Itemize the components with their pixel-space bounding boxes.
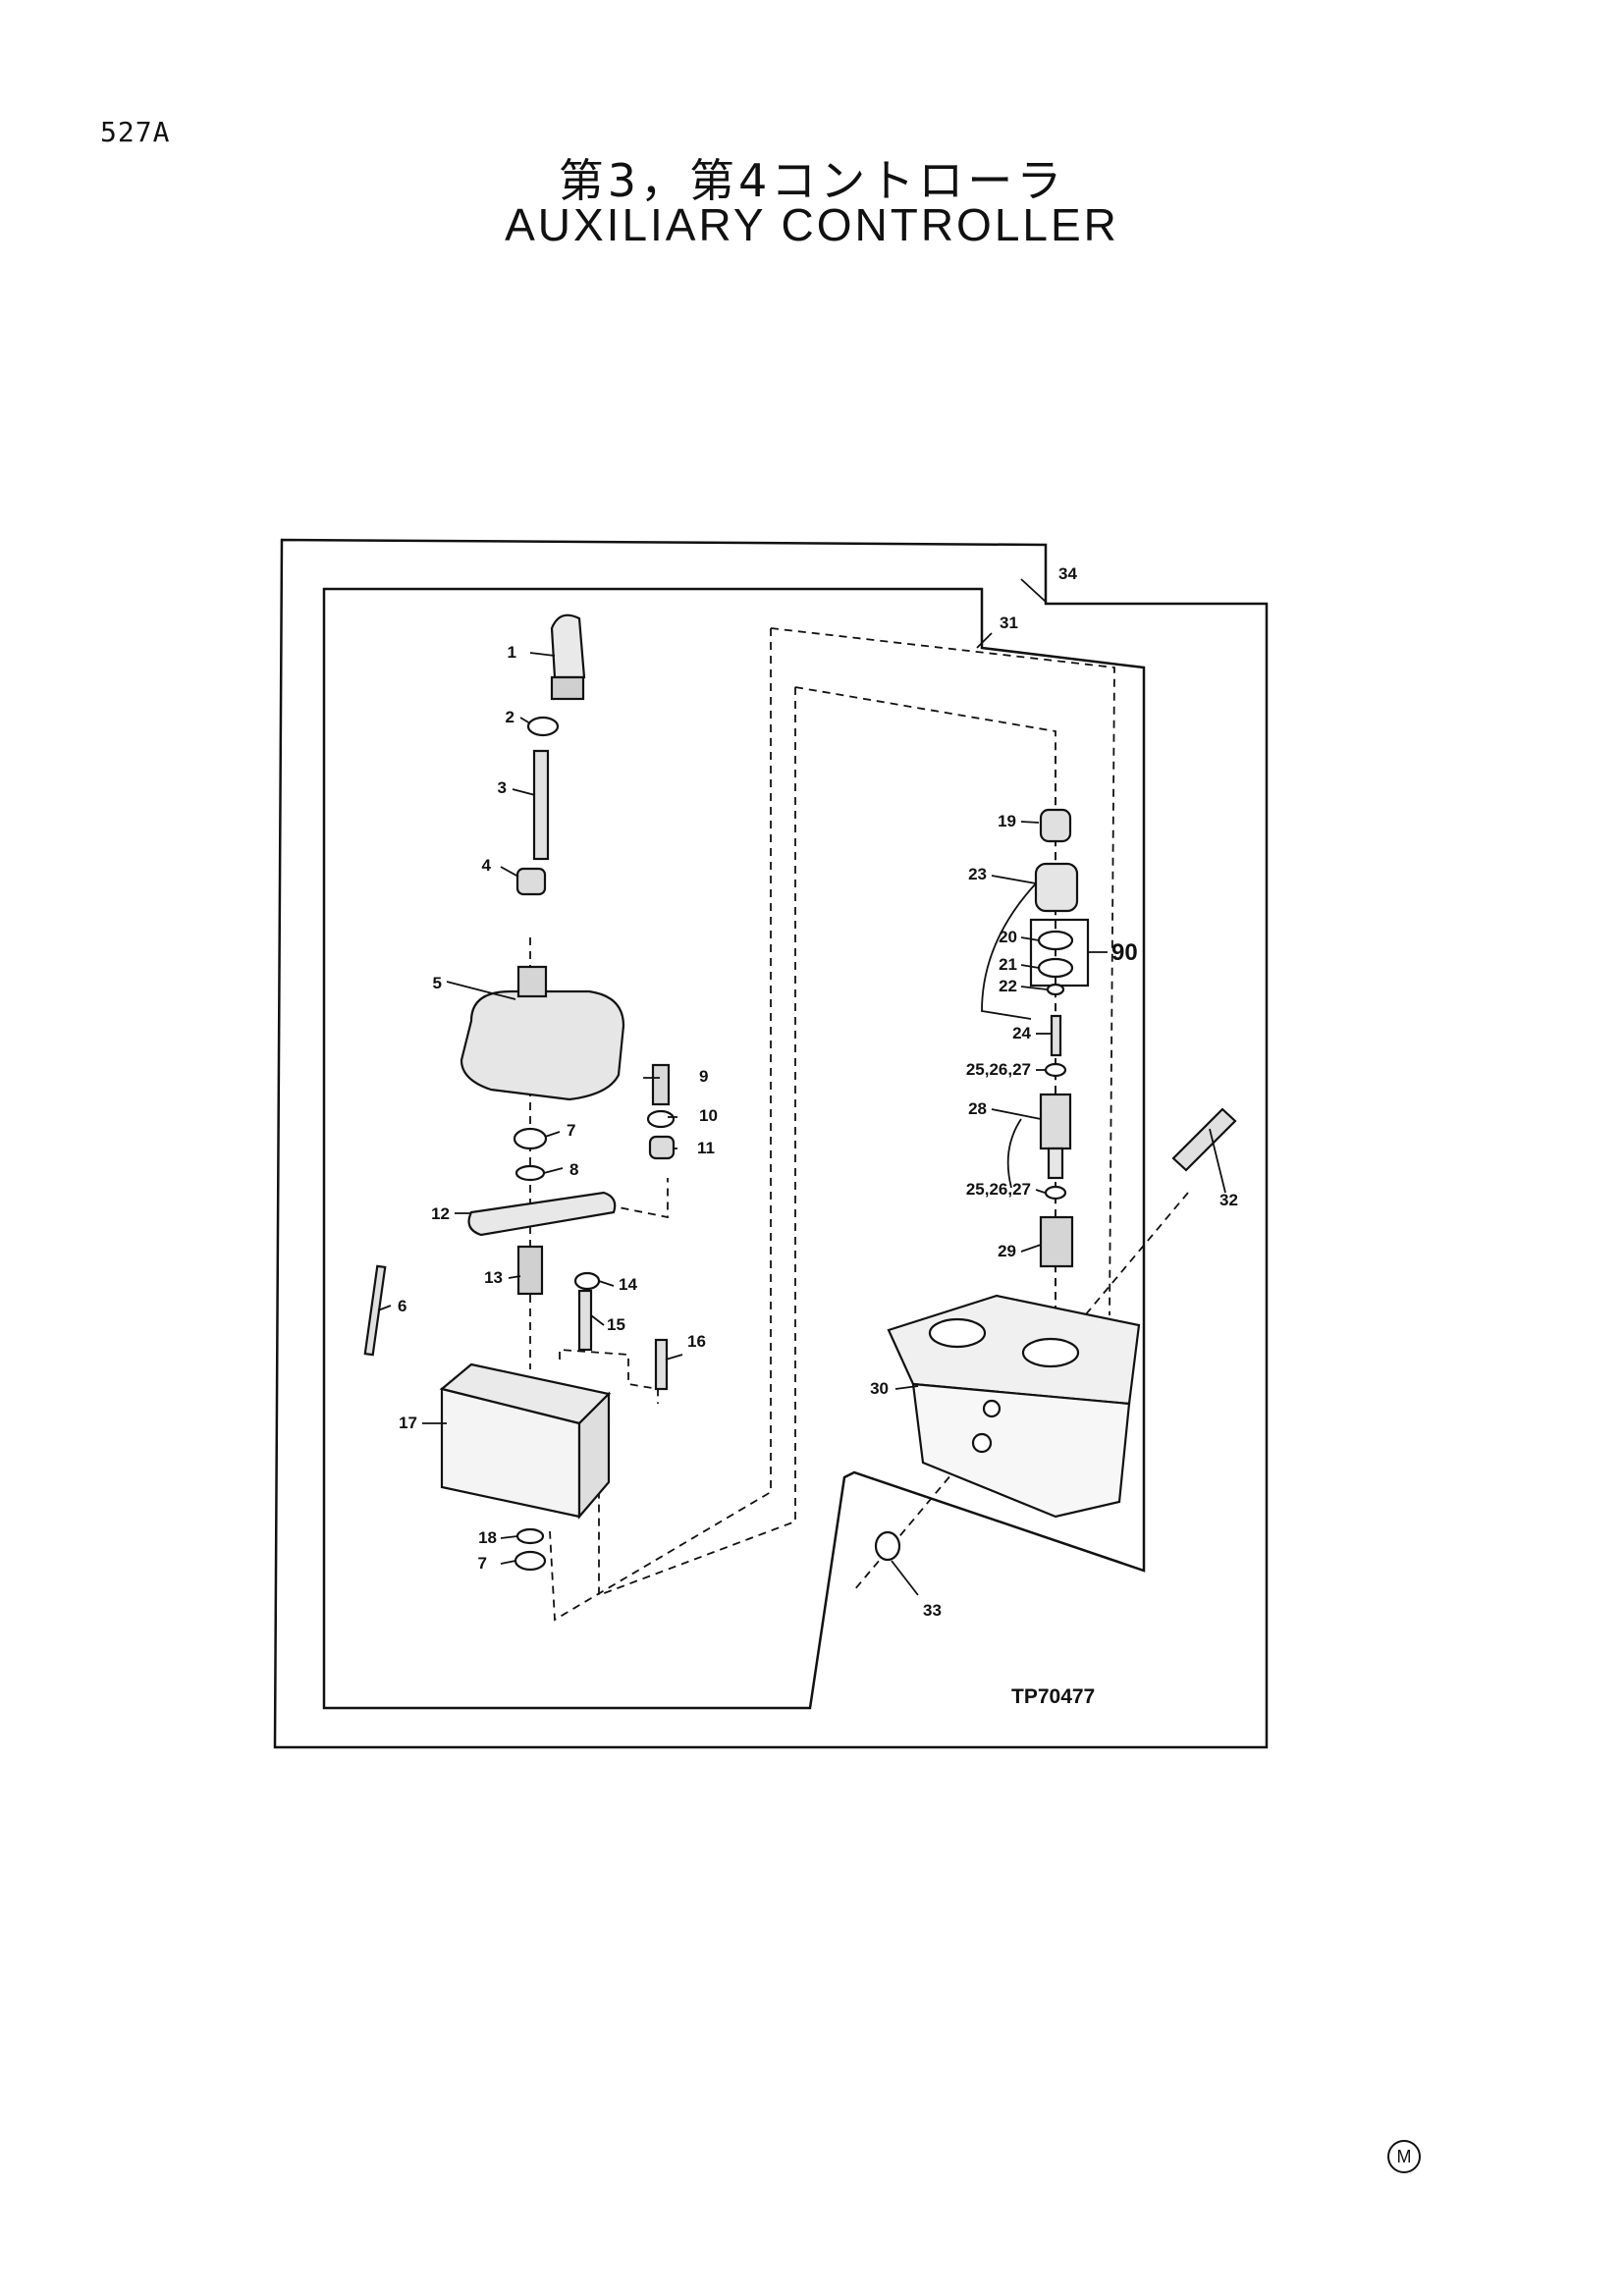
callout-15: 15 — [607, 1315, 625, 1334]
callout-9: 9 — [699, 1067, 708, 1086]
callout-21: 21 — [999, 955, 1017, 974]
callout-14: 14 — [619, 1275, 637, 1294]
callout-2: 2 — [506, 708, 514, 726]
nut-part — [526, 716, 560, 737]
dashed-path-outer — [770, 627, 1115, 1316]
callout-33: 33 — [923, 1601, 942, 1620]
washer-22-part — [1046, 983, 1065, 996]
callout-90: 90 — [1111, 939, 1138, 966]
callout-34: 34 — [1058, 564, 1077, 583]
bolt-32-part — [1171, 1107, 1237, 1172]
callout-17: 17 — [399, 1414, 417, 1432]
oring-21-part — [1037, 957, 1074, 979]
washer-18-part — [515, 1527, 545, 1545]
callout-8: 8 — [569, 1160, 578, 1179]
callout-10: 10 — [699, 1106, 718, 1125]
pin-part — [363, 1264, 387, 1357]
callout-20: 20 — [999, 928, 1017, 946]
lever-rod-part — [532, 749, 550, 861]
nut-10-part — [646, 1109, 676, 1129]
cap-11-part — [648, 1135, 676, 1160]
callout-30: 30 — [870, 1379, 889, 1398]
shim-lower-part — [1044, 1185, 1067, 1201]
page-code: 527A — [100, 116, 171, 148]
callout-25a: 25,26,27 — [966, 1060, 1031, 1079]
oring-33-part — [874, 1530, 901, 1562]
oring-20-part — [1037, 930, 1074, 951]
dashed-screw-link — [559, 1349, 659, 1404]
callout-4: 4 — [482, 856, 492, 875]
callout-5: 5 — [433, 974, 442, 992]
pin-24-part — [1050, 1014, 1062, 1057]
callout-13: 13 — [484, 1268, 503, 1287]
dashed-plate-link — [593, 1178, 669, 1219]
shim-upper-part — [1044, 1062, 1067, 1078]
callout-6: 6 — [398, 1297, 406, 1315]
knob-part — [550, 614, 586, 679]
callout-7b: 7 — [478, 1554, 487, 1573]
title-japanese: 第3，第4コントローラ — [558, 154, 1066, 207]
title-english: AUXILIARY CONTROLLER — [505, 199, 1119, 250]
callout-22: 22 — [999, 977, 1017, 995]
callout-32: 32 — [1219, 1191, 1238, 1209]
dashed-path-inner — [794, 686, 1056, 1315]
callout-11: 11 — [697, 1139, 715, 1157]
nut-7b-part — [514, 1550, 547, 1572]
plug-23-part — [1034, 862, 1079, 913]
dashed-path-left — [549, 628, 772, 1622]
spring-28-part — [1039, 1093, 1072, 1150]
washer-8-part — [514, 1164, 546, 1182]
callout-19: 19 — [998, 812, 1016, 830]
callout-29: 29 — [998, 1242, 1016, 1260]
manufacturer-mark: M — [1387, 2140, 1421, 2173]
dashed-bolt-line — [853, 1192, 1189, 1591]
callout-12: 12 — [431, 1204, 450, 1223]
callout-24: 24 — [1012, 1024, 1031, 1042]
callout-16: 16 — [687, 1332, 706, 1351]
bushing-part — [515, 867, 547, 896]
boot-part — [460, 989, 625, 1101]
plate-12-part — [467, 1191, 617, 1237]
callout-25b: 25,26,27 — [966, 1180, 1031, 1199]
fitting-13-part — [516, 1245, 544, 1296]
callout-23: 23 — [968, 865, 987, 883]
nut-14-part — [573, 1271, 601, 1291]
pin-15-part — [577, 1289, 593, 1352]
group-border-34 — [273, 538, 1269, 1749]
cap-19-part — [1039, 808, 1072, 843]
nut-7-part — [513, 1127, 548, 1150]
screw-9-part — [651, 1063, 671, 1106]
callout-1: 1 — [508, 643, 516, 662]
figure-reference: TP70477 — [1011, 1685, 1095, 1708]
group-border-31 — [322, 587, 1146, 1710]
callout-31: 31 — [1000, 614, 1018, 632]
callout-18: 18 — [478, 1528, 497, 1547]
callout-28: 28 — [968, 1099, 987, 1118]
callout-3: 3 — [498, 778, 507, 797]
dashed-path-inner-left — [598, 687, 796, 1597]
callout-7a: 7 — [567, 1121, 575, 1140]
spring-29-part — [1039, 1215, 1074, 1268]
screw-16-part — [654, 1338, 669, 1391]
